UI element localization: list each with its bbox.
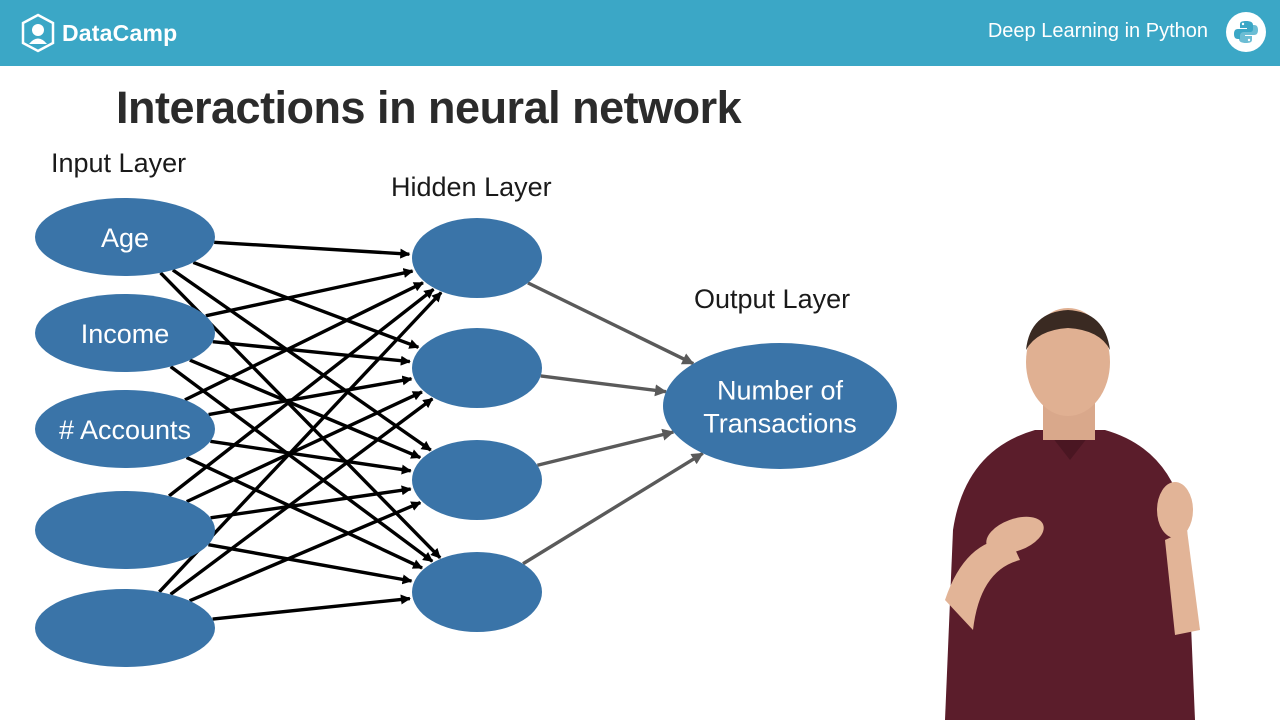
hidden-output-arrow-2 (537, 428, 675, 467)
hidden-output-arrow-1 (540, 374, 668, 397)
input-hidden-arrow-3-3 (208, 543, 413, 585)
hidden-output-arrow-0 (527, 281, 695, 366)
connection-arrows (158, 240, 704, 621)
hidden-node-1 (412, 328, 542, 408)
datacamp-logo-icon (21, 13, 55, 53)
input-hidden-arrow-1-3 (169, 365, 434, 563)
input-hidden-arrow-0-2 (171, 268, 432, 452)
input-node-2-label: # Accounts (59, 415, 191, 445)
input-hidden-arrow-0-1 (192, 260, 420, 349)
input-node-0-label: Age (101, 223, 149, 253)
input-node-2 (35, 390, 215, 468)
slide-title: Interactions in neural network (116, 82, 742, 133)
input-node-3 (35, 491, 215, 569)
brand[interactable]: DataCamp (20, 12, 177, 54)
output-layer-label: Output Layer (694, 284, 850, 314)
presenter-video (945, 308, 1200, 720)
input-node-0 (35, 198, 215, 276)
input-hidden-arrow-3-1 (185, 390, 423, 504)
python-icon (1226, 12, 1266, 52)
output-node-label: Number of (717, 376, 844, 406)
input-hidden-arrow-2-2 (210, 439, 412, 475)
hidden-layer-label: Hidden Layer (391, 172, 552, 202)
input-hidden-arrow-3-0 (167, 287, 435, 498)
input-hidden-arrow-3-2 (210, 485, 412, 520)
input-node-4 (35, 589, 215, 667)
input-hidden-arrow-4-1 (169, 397, 434, 596)
input-layer-label: Input Layer (51, 148, 186, 178)
input-hidden-arrow-4-2 (188, 501, 422, 603)
input-hidden-arrow-2-0 (184, 281, 424, 402)
input-hidden-arrow-0-0 (214, 240, 411, 259)
input-node-1-label: Income (81, 319, 170, 349)
input-hidden-arrow-4-3 (212, 594, 411, 621)
output-node (663, 343, 897, 469)
output-node-label: Transactions (703, 409, 857, 439)
input-node-1 (35, 294, 215, 372)
brand-name: DataCamp (62, 19, 178, 46)
course-title: Deep Learning in Python (987, 20, 1208, 42)
hidden-node-2 (412, 440, 542, 520)
input-hidden-arrow-2-1 (208, 375, 413, 417)
hidden-node-3 (412, 552, 542, 632)
input-hidden-arrow-2-3 (185, 455, 423, 570)
hidden-output-arrow-3 (522, 451, 704, 566)
input-hidden-arrow-1-2 (189, 358, 422, 460)
header-bar: DataCamp Deep Learning in Python (0, 0, 1280, 66)
input-hidden-arrow-1-0 (205, 268, 414, 318)
hidden-node-0 (412, 218, 542, 298)
